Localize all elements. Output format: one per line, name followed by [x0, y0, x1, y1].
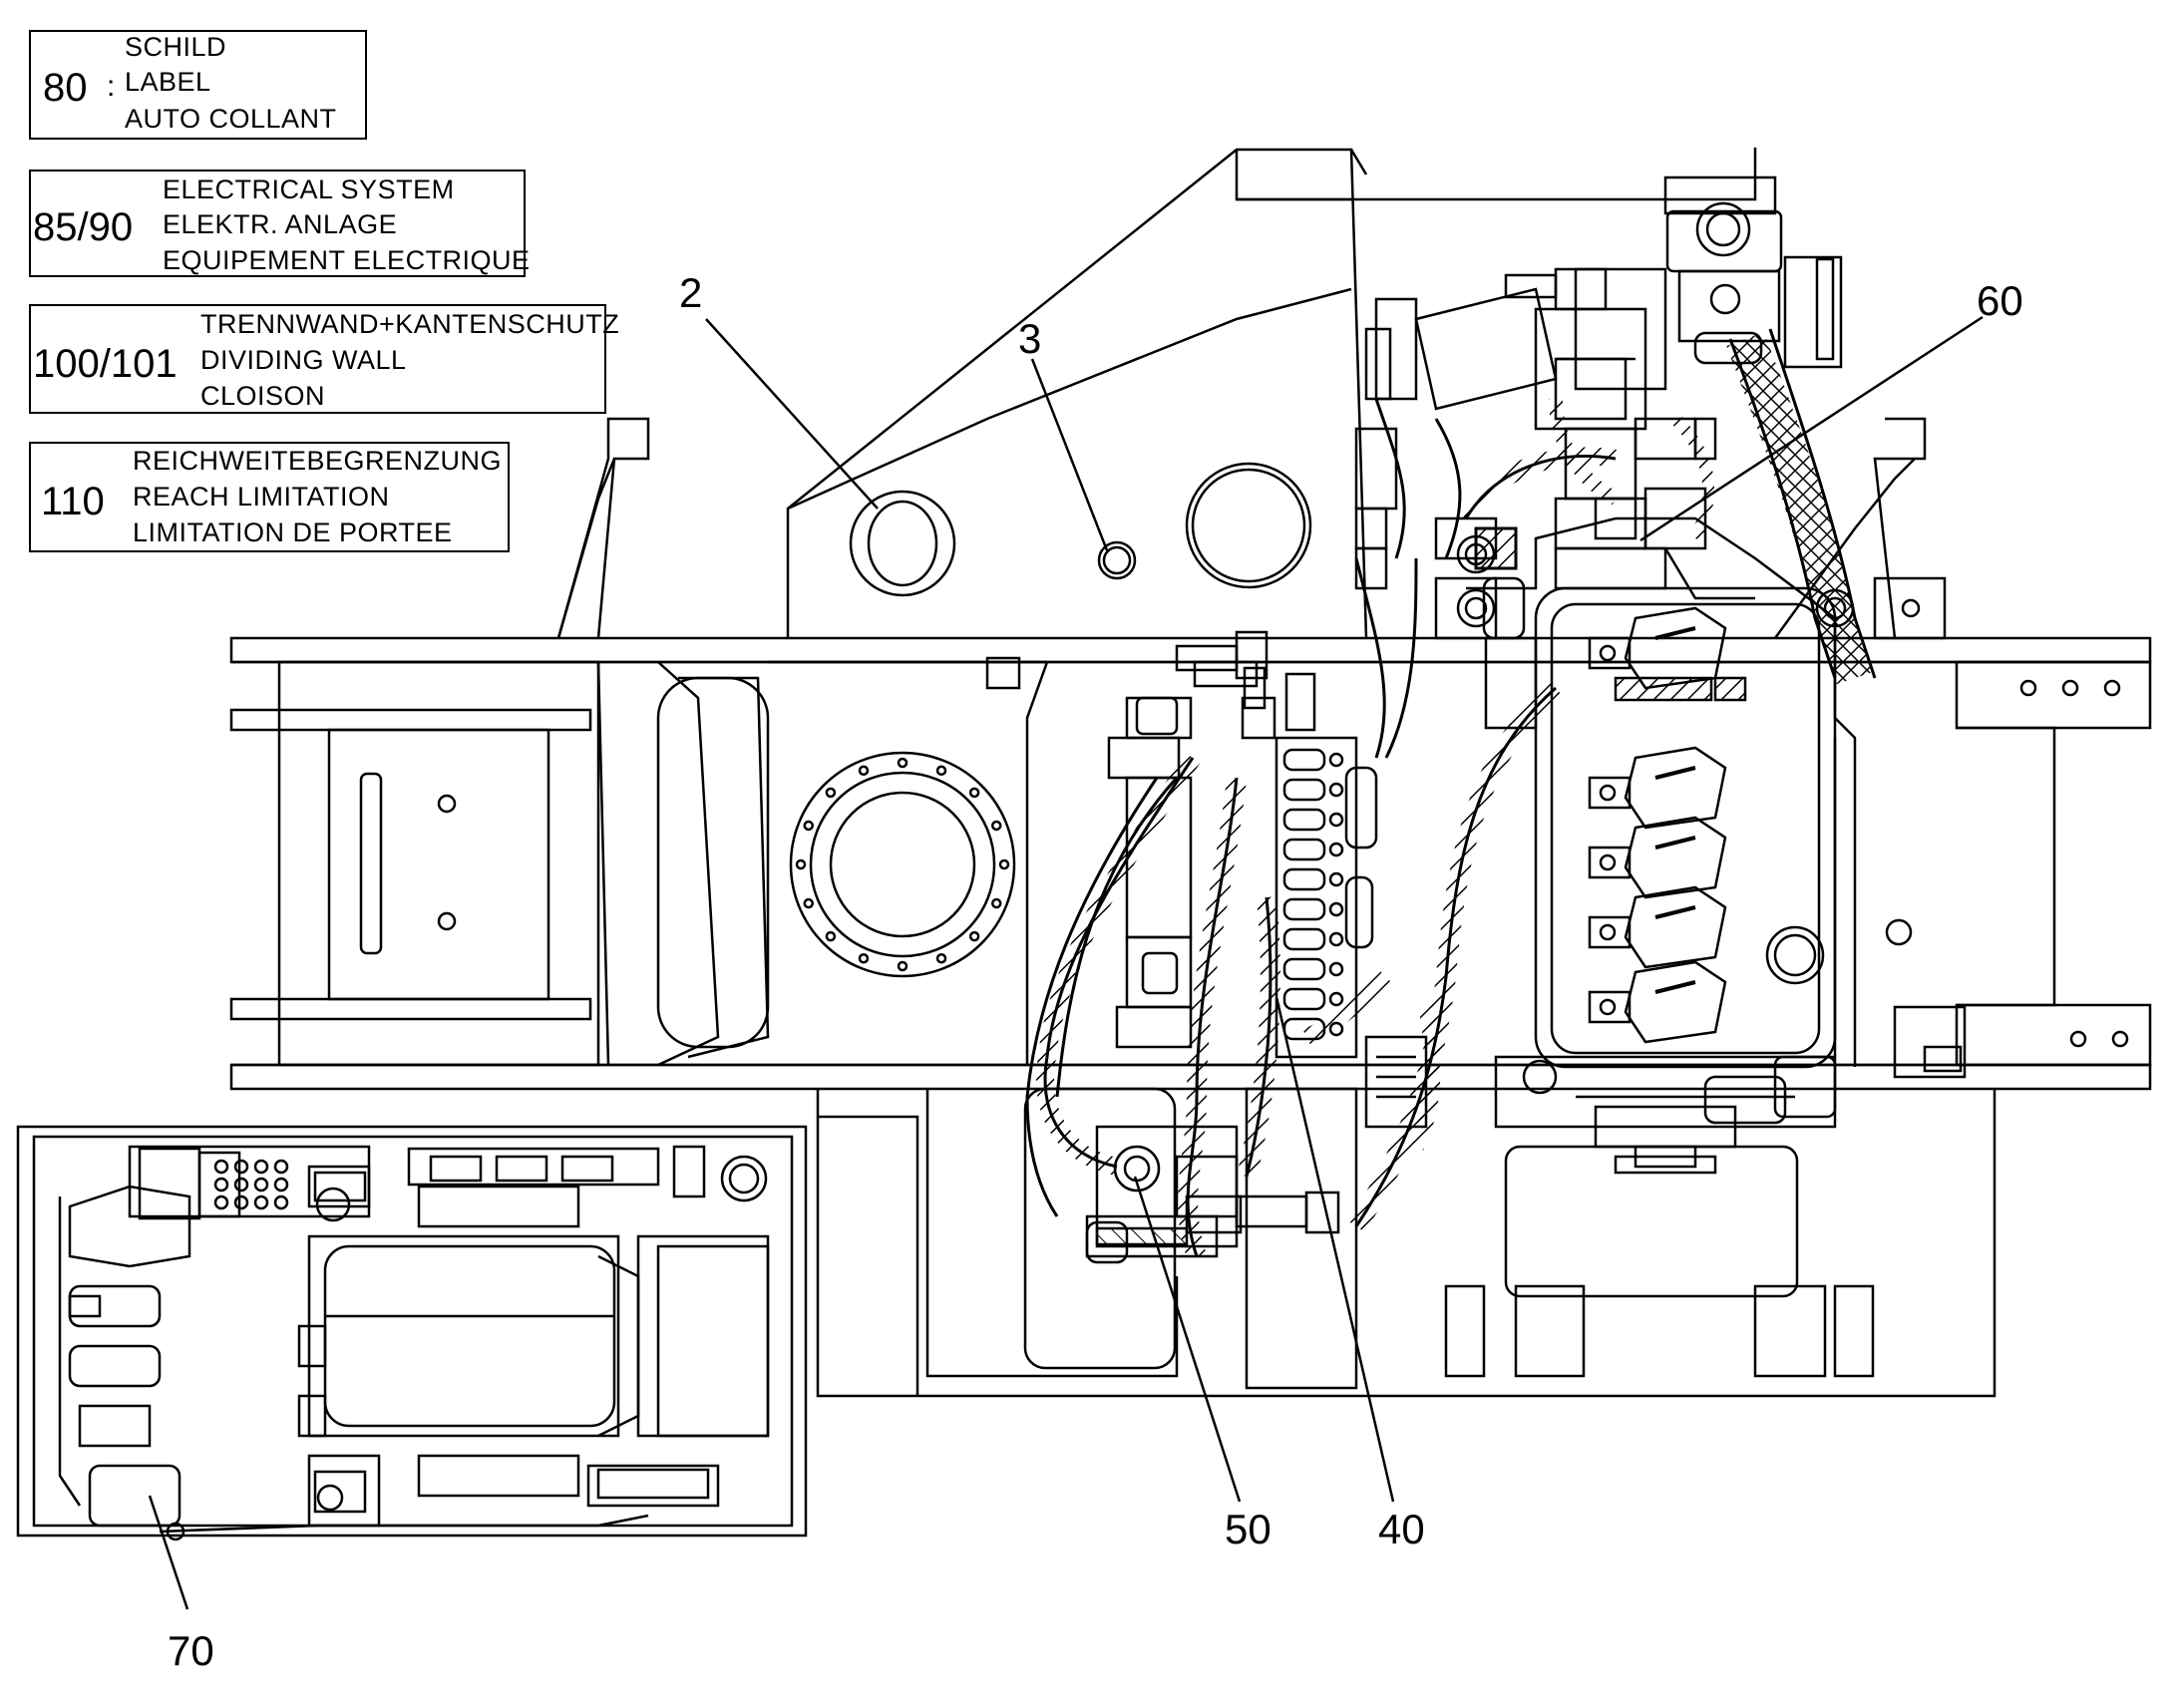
- operator-platform: [16, 1125, 808, 1541]
- legend-line: ELECTRICAL SYSTEM: [163, 174, 455, 204]
- legend-number: 100/101: [33, 342, 178, 386]
- callout-70: 70: [168, 1627, 214, 1674]
- legend-box-110: 110 REICHWEITEBEGRENZUNG REACH LIMITATIO…: [29, 442, 510, 552]
- hoses: [1025, 328, 1877, 1260]
- legend-line: AUTO COLLANT: [125, 104, 337, 134]
- legend-number: 110: [41, 480, 105, 523]
- pulleys: [1434, 516, 1947, 640]
- legend-box-80: 80 : SCHILD LABEL AUTO COLLANT: [29, 30, 367, 140]
- legend-number: 85/90: [33, 205, 134, 249]
- callout-50: 50: [1225, 1506, 1272, 1552]
- legend-line: TRENNWAND+KANTENSCHUTZ: [200, 309, 620, 339]
- legend-line: ELEKTR. ANLAGE: [163, 209, 398, 239]
- legend-separator: :: [107, 70, 116, 103]
- legend-box-85-90: 85/90 ELECTRICAL SYSTEM ELEKTR. ANLAGE E…: [29, 170, 530, 277]
- callout-40: 40: [1378, 1506, 1425, 1552]
- pump-assembly: [1354, 175, 1843, 600]
- callout-60: 60: [1977, 277, 2023, 324]
- legend-number: 80: [43, 66, 88, 110]
- legend-line: EQUIPEMENT ELECTRIQUE: [163, 245, 531, 275]
- legend-line: DIVIDING WALL: [200, 345, 407, 375]
- engine: [1466, 516, 1857, 1175]
- callout-3: 3: [1018, 315, 1042, 362]
- legend-line: REACH LIMITATION: [133, 482, 390, 512]
- lower-cylinder: [1085, 1214, 1219, 1258]
- callout-2: 2: [679, 269, 703, 316]
- legend-line: LIMITATION DE PORTEE: [133, 517, 453, 547]
- legend-line: SCHILD: [125, 32, 227, 62]
- leader-lines: [148, 315, 1984, 1610]
- boom-base: [596, 148, 1757, 1067]
- legend-line: CLOISON: [200, 381, 326, 411]
- legend-line: REICHWEITEBEGRENZUNG: [133, 446, 503, 476]
- legend-line: LABEL: [125, 67, 211, 97]
- legend-box-100-101: 100/101 TRENNWAND+KANTENSCHUTZ DIVIDING …: [29, 304, 619, 414]
